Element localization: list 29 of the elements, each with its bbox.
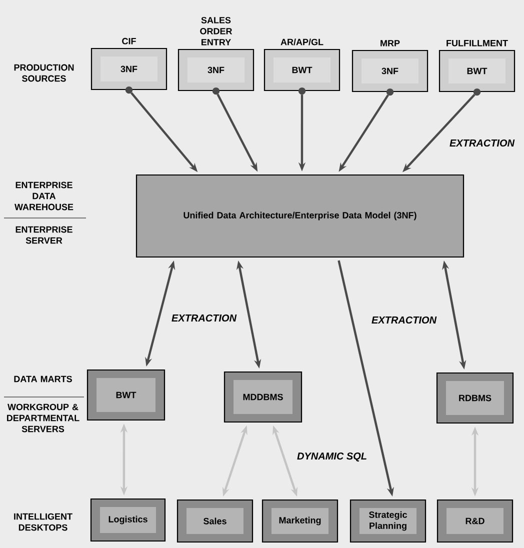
flow-label: DYNAMIC SQL: [297, 452, 366, 462]
tier-label: INTELLIGENT DESKTOPS: [14, 513, 72, 531]
server-box: BWT: [86, 369, 166, 421]
desktop-box: R&D: [436, 499, 514, 543]
column-heading: FULFILLMENT: [446, 40, 508, 46]
tier-label: ENTERPRISE DATA WAREHOUSE: [14, 182, 74, 210]
column-heading: AR/AP/GL: [280, 38, 324, 46]
tier-label: WORKGROUP & DEPARTMENTAL SERVERS: [7, 404, 80, 432]
tier-label: ENTERPRISE SERVER: [16, 226, 72, 244]
flow-label: EXTRACTION: [372, 316, 437, 324]
desktop-box: Sales: [176, 499, 254, 543]
desktop-box: Logistics: [90, 498, 166, 542]
server-box: MDDBMS: [224, 371, 302, 423]
source-box: BWT: [264, 48, 340, 92]
server-box: RDBMS: [436, 372, 514, 424]
desktop-box: Marketing: [262, 499, 338, 543]
column-heading: SALES ORDER ENTRY: [200, 17, 232, 46]
flow-label: EXTRACTION: [172, 314, 237, 322]
desktop-box: Strategic Planning: [350, 499, 426, 543]
column-heading: MRP: [380, 40, 400, 46]
warehouse-box: Unified Data Architecture/Enterprise Data Model (3NF): [136, 174, 464, 258]
tier-label: DATA MARTS: [14, 376, 72, 382]
source-box: BWT: [438, 50, 516, 92]
source-box: 3NF: [178, 48, 254, 92]
source-box: 3NF: [352, 50, 428, 92]
column-heading: CIF: [122, 38, 136, 44]
tier-label: PRODUCTION SOURCES: [14, 64, 74, 82]
source-box: 3NF: [90, 48, 168, 90]
flow-label: EXTRACTION: [450, 139, 515, 147]
